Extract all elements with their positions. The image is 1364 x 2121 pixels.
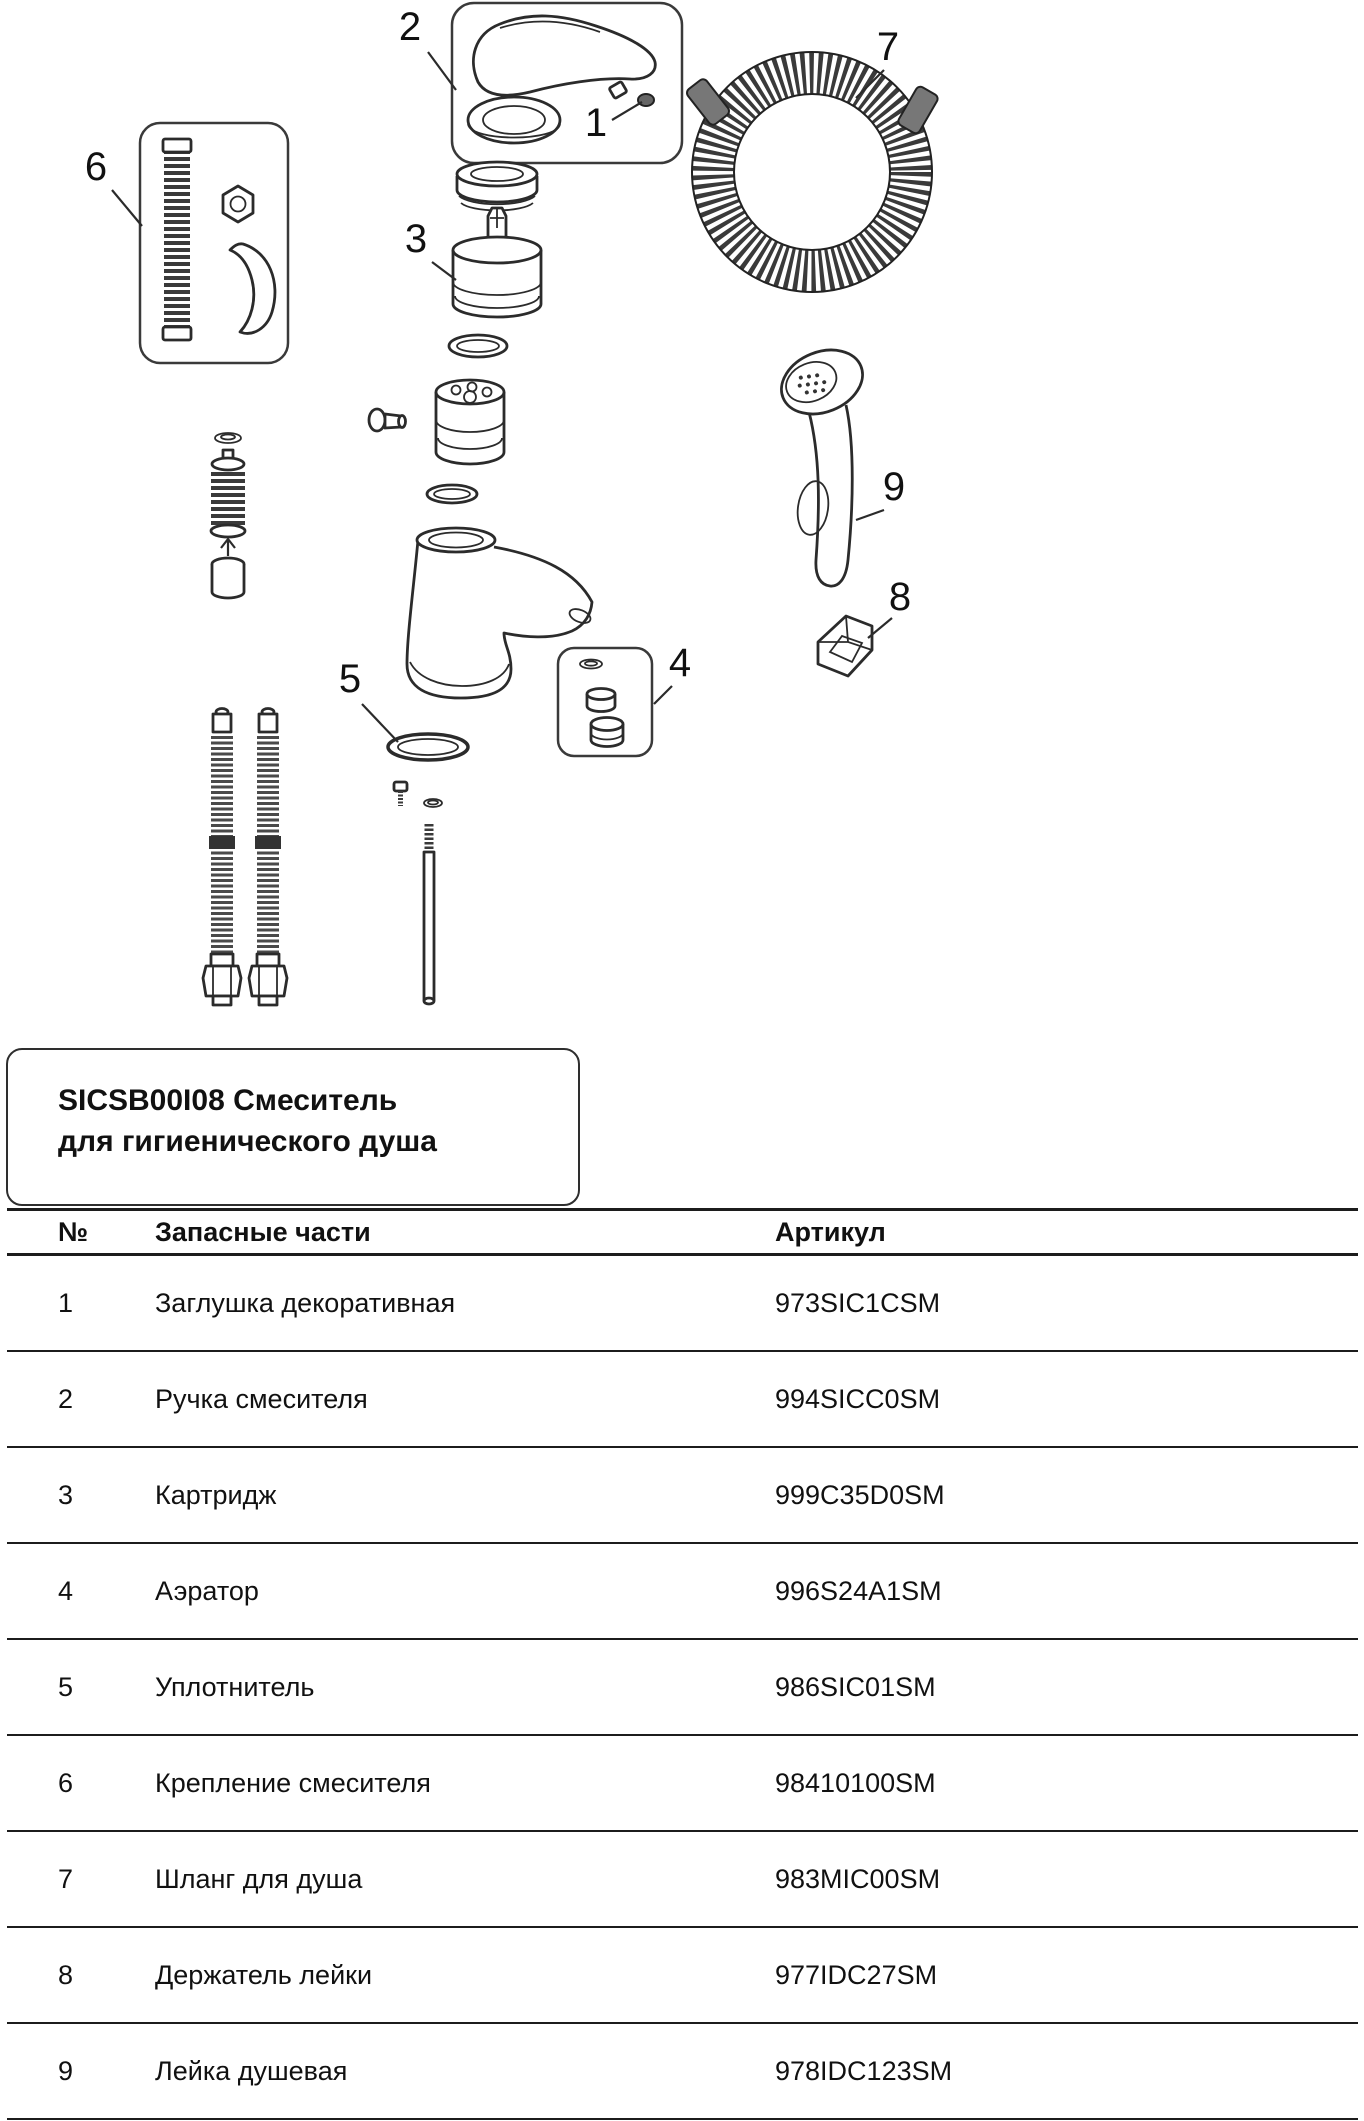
callout-8: 8 bbox=[889, 575, 911, 619]
table-row: 7 Шланг для душа 983MIC00SM bbox=[7, 1832, 1358, 1928]
mounting-group-box bbox=[138, 121, 290, 365]
faucet-body bbox=[405, 526, 594, 700]
row-part: Лейка душевая bbox=[155, 2055, 348, 2086]
small-o-ring bbox=[423, 798, 443, 808]
row-article: 98410100SM bbox=[775, 1767, 936, 1798]
row-number: 2 bbox=[58, 1383, 74, 1414]
row-part: Уплотнитель bbox=[155, 1671, 315, 1702]
product-title-box: SICSB00I08 Смеситель для гигиенического … bbox=[6, 1048, 580, 1206]
body-o-ring bbox=[425, 483, 479, 505]
product-title-line1: SICSB00I08 Смеситель bbox=[58, 1084, 398, 1117]
callout-5: 5 bbox=[339, 657, 361, 701]
cartridge bbox=[451, 206, 543, 319]
callout-9: 9 bbox=[883, 465, 905, 509]
row-number: 9 bbox=[58, 2055, 74, 2086]
row-article: 983MIC00SM bbox=[775, 1863, 941, 1894]
row-part: Держатель лейки bbox=[155, 1959, 373, 1990]
row-number: 6 bbox=[58, 1767, 74, 1798]
row-part: Картридж bbox=[155, 1479, 277, 1510]
row-number: 3 bbox=[58, 1479, 74, 1510]
row-number: 7 bbox=[58, 1863, 74, 1894]
mounting-hardware bbox=[161, 137, 277, 342]
row-part: Крепление смесителя bbox=[155, 1767, 431, 1798]
product-title-line2: для гигиенического душа bbox=[58, 1125, 437, 1158]
threaded-pin bbox=[422, 824, 436, 1006]
table-row: 2 Ручка смесителя 994SICC0SM bbox=[7, 1352, 1358, 1448]
header-part: Запасные части bbox=[155, 1216, 371, 1247]
callout-4: 4 bbox=[669, 641, 691, 685]
aerator-parts bbox=[579, 658, 625, 748]
eccentric-adapter bbox=[209, 432, 247, 600]
row-article: 977IDC27SM bbox=[775, 1959, 938, 1990]
table-row: 9 Лейка душевая 978IDC123SM bbox=[7, 2024, 1358, 2120]
table-row: 1 Заглушка декоративная 973SIC1CSM bbox=[7, 1256, 1358, 1352]
row-number: 8 bbox=[58, 1959, 74, 1990]
table-row: 5 Уплотнитель 986SIC01SM bbox=[7, 1640, 1358, 1736]
row-article: 986SIC01SM bbox=[775, 1671, 936, 1702]
header-article: Артикул bbox=[775, 1216, 886, 1247]
shower-hose bbox=[686, 51, 939, 293]
callout-numbers: 1 2 3 4 5 6 7 8 9 bbox=[85, 5, 911, 701]
cartridge-base bbox=[434, 378, 506, 466]
callout-2: 2 bbox=[399, 5, 421, 49]
base-seal-o-ring bbox=[386, 732, 470, 762]
callout-3: 3 bbox=[405, 217, 427, 261]
row-number: 4 bbox=[58, 1575, 74, 1606]
table-header-row: № Запасные части Артикул bbox=[7, 1208, 1358, 1256]
callout-6: 6 bbox=[85, 145, 107, 189]
shower-holder bbox=[816, 614, 874, 678]
callout-7: 7 bbox=[877, 25, 899, 69]
row-article: 996S24A1SM bbox=[775, 1575, 942, 1606]
decorative-plug bbox=[608, 80, 655, 107]
row-article: 973SIC1CSM bbox=[775, 1287, 941, 1318]
callout-1: 1 bbox=[585, 101, 607, 145]
parts-table: № Запасные части Артикул 1 Заглушка деко… bbox=[7, 1208, 1358, 2120]
table-row: 8 Держатель лейки 977IDC27SM bbox=[7, 1928, 1358, 2024]
threaded-collar bbox=[455, 160, 539, 212]
side-screw bbox=[367, 407, 407, 433]
row-number: 5 bbox=[58, 1671, 74, 1702]
row-article: 978IDC123SM bbox=[775, 2055, 953, 2086]
table-row: 6 Крепление смесителя 98410100SM bbox=[7, 1736, 1358, 1832]
row-part: Ручка смесителя bbox=[155, 1383, 368, 1414]
fixing-screw bbox=[392, 780, 409, 806]
row-part: Заглушка декоративная bbox=[155, 1287, 456, 1318]
mixer-handle bbox=[466, 14, 657, 145]
row-article: 994SICC0SM bbox=[775, 1383, 941, 1414]
table-row: 3 Картридж 999C35D0SM bbox=[7, 1448, 1358, 1544]
header-number: № bbox=[58, 1216, 89, 1247]
hand-shower bbox=[780, 348, 864, 588]
exploded-diagram: 1 2 3 4 5 6 7 8 9 bbox=[85, 1, 939, 1045]
table-row: 4 Аэратор 996S24A1SM bbox=[7, 1544, 1358, 1640]
row-part: Аэратор bbox=[155, 1575, 259, 1606]
row-article: 999C35D0SM bbox=[775, 1479, 945, 1510]
callout-leader-lines bbox=[111, 51, 893, 743]
supply-hoses bbox=[201, 709, 287, 1006]
cartridge-o-ring bbox=[447, 333, 509, 359]
row-part: Шланг для душа bbox=[155, 1863, 363, 1894]
row-number: 1 bbox=[58, 1287, 74, 1318]
aerator-group-box bbox=[556, 646, 654, 758]
